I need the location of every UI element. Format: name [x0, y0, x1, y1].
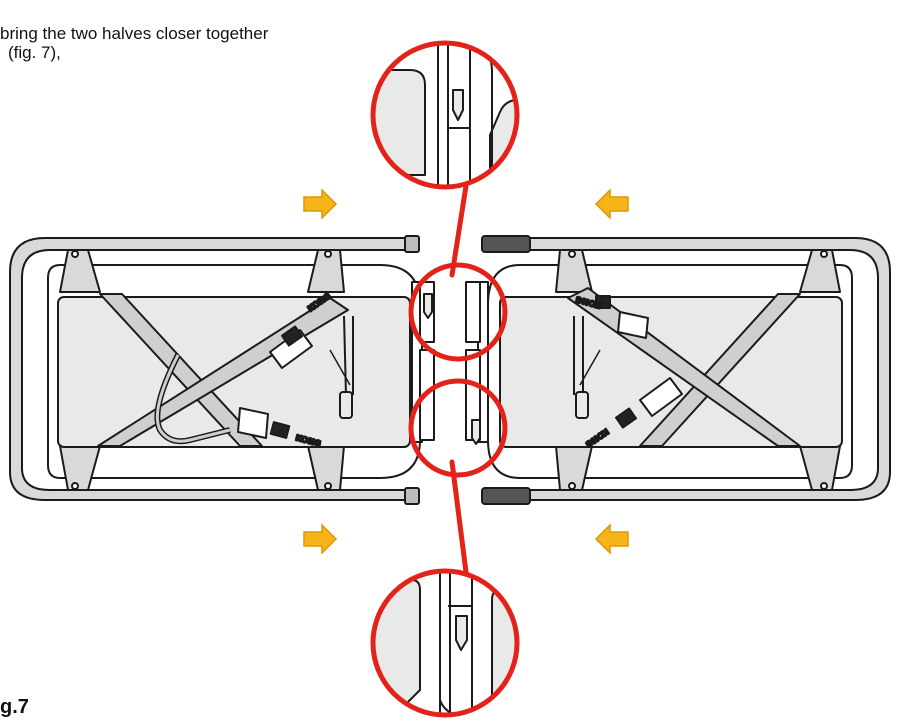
- stretcher-left-half: KONG KONG: [9, 235, 435, 505]
- caption-line-1: bring the two halves closer together: [0, 24, 269, 43]
- arrow-left-icon: [594, 523, 629, 555]
- right-strap-diagonal-1: [639, 293, 801, 447]
- right-bottom-handle: [481, 487, 531, 505]
- left-bracket-tl: [59, 249, 101, 293]
- arrow-right-icon: [303, 523, 338, 555]
- left-bracket-bl: [59, 445, 101, 491]
- magnifier-detail-bottom: [370, 568, 520, 718]
- stretcher-right-half: KONG KONG: [465, 235, 891, 505]
- arrow-left-icon: [594, 188, 629, 220]
- magnifier-connector-top: [449, 183, 469, 278]
- left-bottom-tube-cap: [404, 487, 420, 505]
- kong-buckle-icon: KONG: [574, 293, 649, 339]
- magnifier-circle-icon: [408, 262, 508, 362]
- magnifier-connector-bottom: [449, 459, 469, 575]
- left-top-tube-cap: [404, 235, 420, 253]
- arrow-right-icon: [303, 188, 338, 220]
- magnifier-circle-icon: [408, 378, 508, 478]
- left-latch-rod: [343, 315, 347, 396]
- right-bracket-br: [799, 445, 841, 491]
- magnifier-detail-top: [370, 40, 520, 190]
- left-bracket-tm: [307, 249, 345, 293]
- right-top-handle: [481, 235, 531, 253]
- caption-line-2: (fig. 7),: [8, 43, 61, 62]
- instruction-caption: bring the two halves closer together (fi…: [0, 24, 420, 62]
- right-bracket-tr: [799, 249, 841, 293]
- figure-label: g.7: [0, 696, 29, 718]
